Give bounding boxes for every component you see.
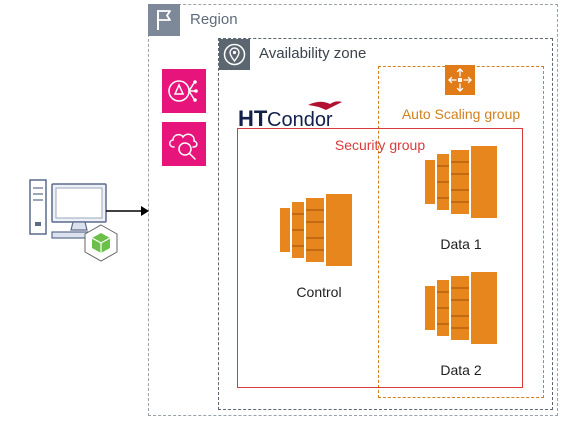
htcondor-logo: HT Condor [238,98,348,132]
security-group-boundary [237,128,523,388]
data2-node-label: Data 2 [440,362,482,378]
data1-node-label: Data 1 [440,236,482,252]
region-label: Region [190,11,238,28]
region-boundary [148,4,558,416]
location-pin-icon [219,39,250,70]
client-computer [28,178,156,262]
security-group-label: Security group [334,137,426,153]
availability-zone-label: Availability zone [259,45,367,62]
flag-icon [148,4,180,36]
control-node-label: Control [296,284,342,300]
availability-zone-boundary [218,38,553,410]
data1-ec2-instance-icon [425,146,497,218]
data2-ec2-instance-icon [425,272,497,344]
auto-scaling-group-label: Auto Scaling group [401,106,521,122]
logo-text-condor: Condor [267,109,333,131]
vpc-endpoint-icon [162,69,206,113]
logo-text-ht: HT [238,106,268,131]
control-ec2-instance-icon [280,194,352,266]
cloud-search-icon [162,122,206,166]
auto-scaling-arrows-icon [445,65,475,95]
green-cube-icon [80,222,122,264]
